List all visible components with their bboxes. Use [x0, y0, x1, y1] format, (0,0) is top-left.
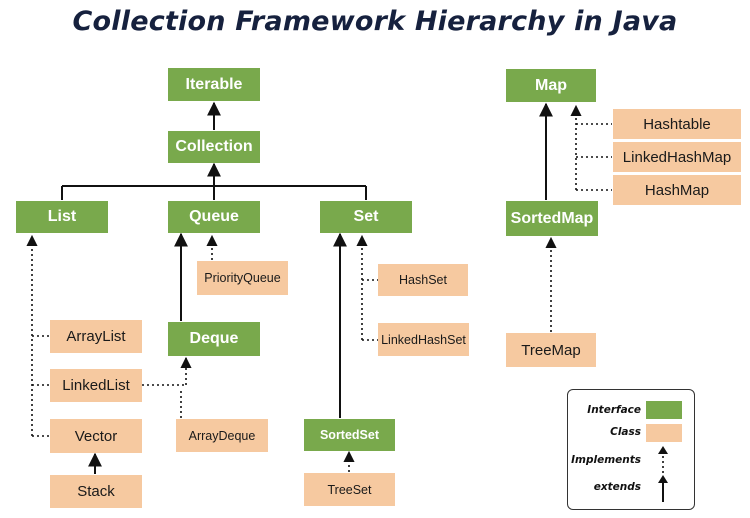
- node-deque: Deque: [168, 322, 260, 356]
- legend-implements-label: Implements: [571, 454, 641, 466]
- node-hashtable: Hashtable: [613, 109, 741, 139]
- legend-class-swatch: [646, 424, 682, 442]
- legend: Interface Class Implements extends: [567, 389, 695, 510]
- node-sortedset: SortedSet: [304, 419, 395, 451]
- node-treemap: TreeMap: [506, 333, 596, 367]
- legend-interface-label: Interface: [587, 404, 641, 416]
- node-set: Set: [320, 201, 412, 233]
- node-priorityqueue: PriorityQueue: [197, 261, 288, 295]
- node-queue: Queue: [168, 201, 260, 233]
- legend-extends-label: extends: [593, 481, 641, 493]
- legend-solid-arrow-icon: [658, 475, 668, 502]
- node-linkedlist: LinkedList: [50, 369, 142, 402]
- legend-class-label: Class: [610, 426, 641, 438]
- node-arraylist: ArrayList: [50, 320, 142, 353]
- page-title: Collection Framework Hierarchy in Java: [72, 6, 678, 37]
- legend-dotted-arrow-icon: [658, 446, 668, 473]
- node-list: List: [16, 201, 108, 233]
- node-map: Map: [506, 69, 596, 102]
- node-vector: Vector: [50, 419, 142, 453]
- node-treeset: TreeSet: [304, 473, 395, 506]
- node-arraydeque: ArrayDeque: [176, 419, 268, 452]
- node-hashmap: HashMap: [613, 175, 741, 205]
- node-iterable: Iterable: [168, 68, 260, 101]
- node-stack: Stack: [50, 475, 142, 508]
- node-linkedhashmap: LinkedHashMap: [613, 142, 741, 172]
- node-hashset: HashSet: [378, 264, 468, 296]
- node-collection: Collection: [168, 131, 260, 163]
- node-linkedhashset: LinkedHashSet: [378, 323, 469, 356]
- node-sortedmap: SortedMap: [506, 201, 598, 236]
- legend-interface-swatch: [646, 401, 682, 419]
